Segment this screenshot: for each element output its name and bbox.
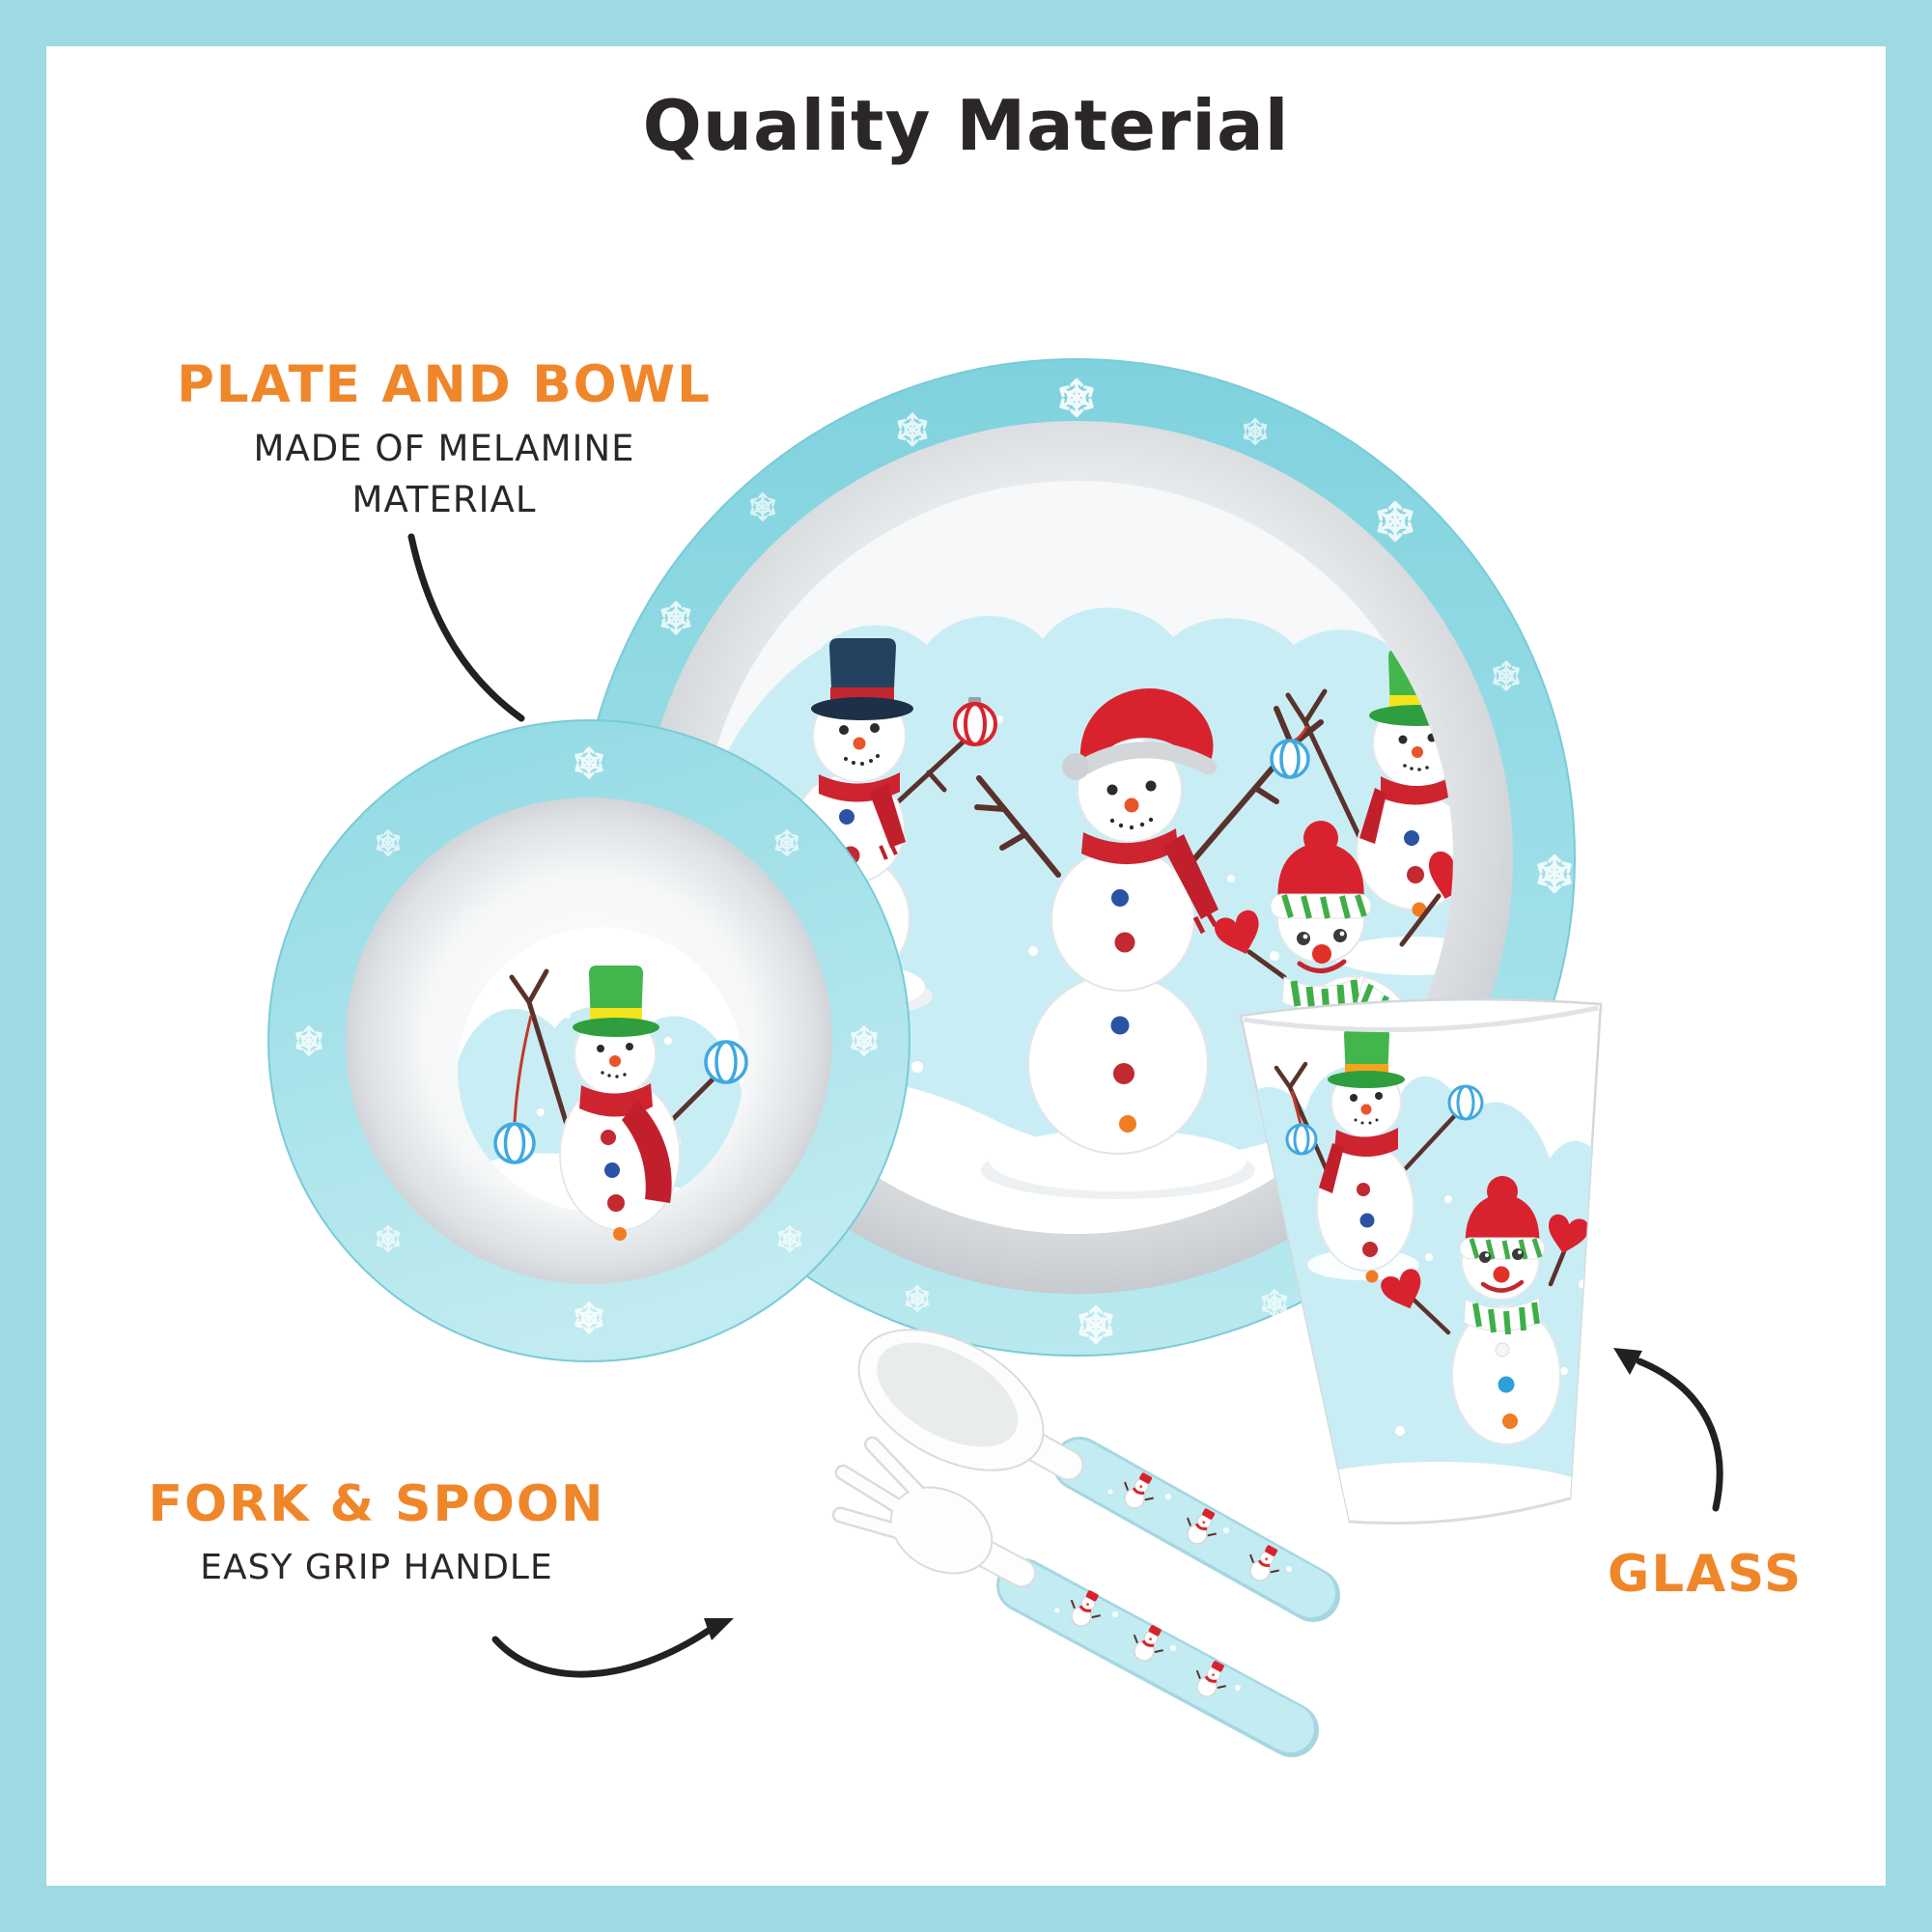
arrow-fork-spoon-head	[704, 1618, 734, 1640]
arrow-plate-bowl	[407, 533, 525, 722]
page-title: Quality Material	[642, 85, 1290, 166]
snowman-santa-hat	[974, 688, 1324, 1199]
bowl	[267, 719, 910, 1362]
snowman-cup-knit-hat	[1378, 1176, 1591, 1445]
arrow-fork-spoon	[491, 1626, 714, 1678]
annotation-plate-bowl: PLATE AND BOWL MADE OF MELAMINE MATERIAL	[145, 355, 743, 525]
snowman-bowl	[493, 966, 748, 1241]
plate-bowl-description: MADE OF MELAMINE MATERIAL	[253, 428, 635, 520]
fork-spoon-label: FORK & SPOON	[148, 1475, 605, 1533]
striped-ornament	[953, 697, 997, 747]
glass-label: GLASS	[1607, 1545, 1804, 1604]
spoon-handle-print	[1107, 1465, 1292, 1589]
arrow-glass	[1636, 1358, 1723, 1512]
spoon	[857, 1329, 1340, 1622]
arrow-glass-head	[1613, 1348, 1642, 1375]
fork-handle-print	[1054, 1582, 1241, 1705]
snowman-cup-green-hat	[1274, 1028, 1484, 1283]
fork	[831, 1436, 1319, 1757]
annotation-fork-spoon: FORK & SPOON EASY GRIP HANDLE	[106, 1475, 647, 1592]
annotation-glass: GLASS	[1580, 1545, 1831, 1604]
fork-spoon-description: EASY GRIP HANDLE	[200, 1548, 553, 1587]
plate-bowl-label: PLATE AND BOWL	[177, 355, 712, 414]
glass-rim	[1243, 1005, 1599, 1033]
